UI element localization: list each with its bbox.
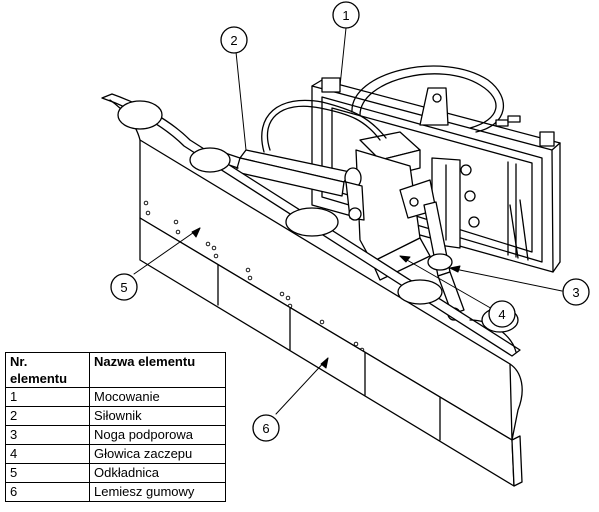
svg-text:4: 4 [498, 307, 505, 322]
hydraulic-cylinder [213, 99, 387, 221]
svg-text:6: 6 [262, 421, 269, 436]
parts-legend-table: Nr. elementu Nazwa elementu 1 Mocowanie … [5, 352, 226, 502]
callout-4: 4 [488, 300, 516, 328]
row-number: 4 [5, 444, 90, 464]
callout-3: 3 [562, 278, 590, 306]
callout-1: 1 [332, 1, 360, 29]
row-number: 5 [5, 463, 90, 483]
legend-header-row: Nr. elementu Nazwa elementu [5, 352, 226, 388]
svg-text:1: 1 [342, 8, 349, 23]
row-number: 1 [5, 387, 90, 407]
svg-text:5: 5 [120, 280, 127, 295]
leader-lines [133, 27, 563, 415]
table-row: 5 Odkładnica [5, 463, 226, 483]
svg-text:2: 2 [230, 33, 237, 48]
table-row: 1 Mocowanie [5, 387, 226, 407]
row-number: 6 [5, 482, 90, 502]
row-number: 3 [5, 425, 90, 445]
row-name: Siłownik [89, 406, 226, 426]
svg-text:3: 3 [572, 285, 579, 300]
callout-5: 5 [110, 273, 138, 301]
table-row: 4 Głowica zaczepu [5, 444, 226, 464]
mounting-frame [311, 65, 561, 273]
table-row: 2 Siłownik [5, 406, 226, 426]
row-number: 2 [5, 406, 90, 426]
header-number: Nr. elementu [5, 352, 90, 388]
row-name: Odkładnica [89, 463, 226, 483]
hitch-head [355, 149, 437, 281]
row-name: Mocowanie [89, 387, 226, 407]
callout-6: 6 [252, 414, 280, 442]
callout-2: 2 [220, 26, 248, 54]
row-name: Lemiesz gumowy [89, 482, 226, 502]
row-name: Noga podporowa [89, 425, 226, 445]
table-row: 3 Noga podporowa [5, 425, 226, 445]
rubber-blade [139, 217, 523, 487]
row-name: Głowica zaczepu [89, 444, 226, 464]
header-name: Nazwa elementu [89, 352, 226, 388]
table-row: 6 Lemiesz gumowy [5, 482, 226, 502]
moldboard [101, 93, 523, 441]
